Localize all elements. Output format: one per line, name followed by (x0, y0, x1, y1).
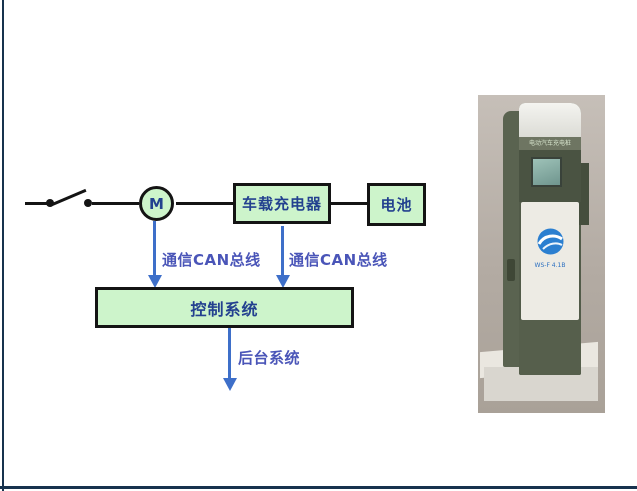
control-system-box: 控制系统 (95, 287, 354, 328)
left-frame-line (2, 0, 4, 491)
battery-label: 电池 (380, 196, 413, 214)
pile-header-caption: 电动汽车充电桩 (519, 137, 581, 150)
motor-label: M (149, 194, 164, 213)
wire-segment-3 (176, 202, 233, 205)
pile-side-face (503, 111, 520, 367)
backend-system-label: 后台系统 (238, 349, 301, 367)
can-arrow-right-head-icon (276, 275, 290, 288)
switch-contact-right-dot (84, 199, 92, 207)
can-arrow-right-shaft (281, 226, 284, 277)
battery-box: 电池 (367, 183, 426, 226)
wire-segment-1 (25, 202, 49, 205)
pile-lower-section (519, 320, 581, 375)
charging-pile-photo: 电动汽车充电桩 WS-F 4.1B (478, 95, 605, 413)
bottom-frame-line (0, 486, 637, 489)
backend-arrow-shaft (228, 328, 231, 380)
switch-blade (49, 188, 87, 207)
motor-node: M (139, 186, 174, 221)
can-bus-label-left: 通信CAN总线 (162, 251, 261, 269)
brand-caption: WS-F 4.1B (534, 262, 566, 269)
pile-screen (531, 157, 562, 187)
can-bus-label-right: 通信CAN总线 (289, 251, 388, 269)
onboard-charger-box: 车载充电器 (233, 183, 331, 224)
pile-side-slot (507, 259, 515, 281)
wire-segment-4 (331, 202, 367, 205)
onboard-charger-label: 车载充电器 (241, 195, 322, 213)
wire-segment-2 (92, 202, 139, 205)
pile-front-face: 电动汽车充电桩 WS-F 4.1B (519, 103, 589, 375)
pile-screen-panel (519, 150, 581, 202)
brand-logo-swirl-icon (537, 228, 564, 255)
backend-arrow-head-icon (223, 378, 237, 391)
pile-canopy (519, 103, 581, 137)
control-system-label: 控制系统 (190, 299, 259, 319)
can-arrow-left-head-icon (148, 275, 162, 288)
pile-white-panel: WS-F 4.1B (521, 202, 579, 320)
can-arrow-left-shaft (153, 221, 156, 277)
